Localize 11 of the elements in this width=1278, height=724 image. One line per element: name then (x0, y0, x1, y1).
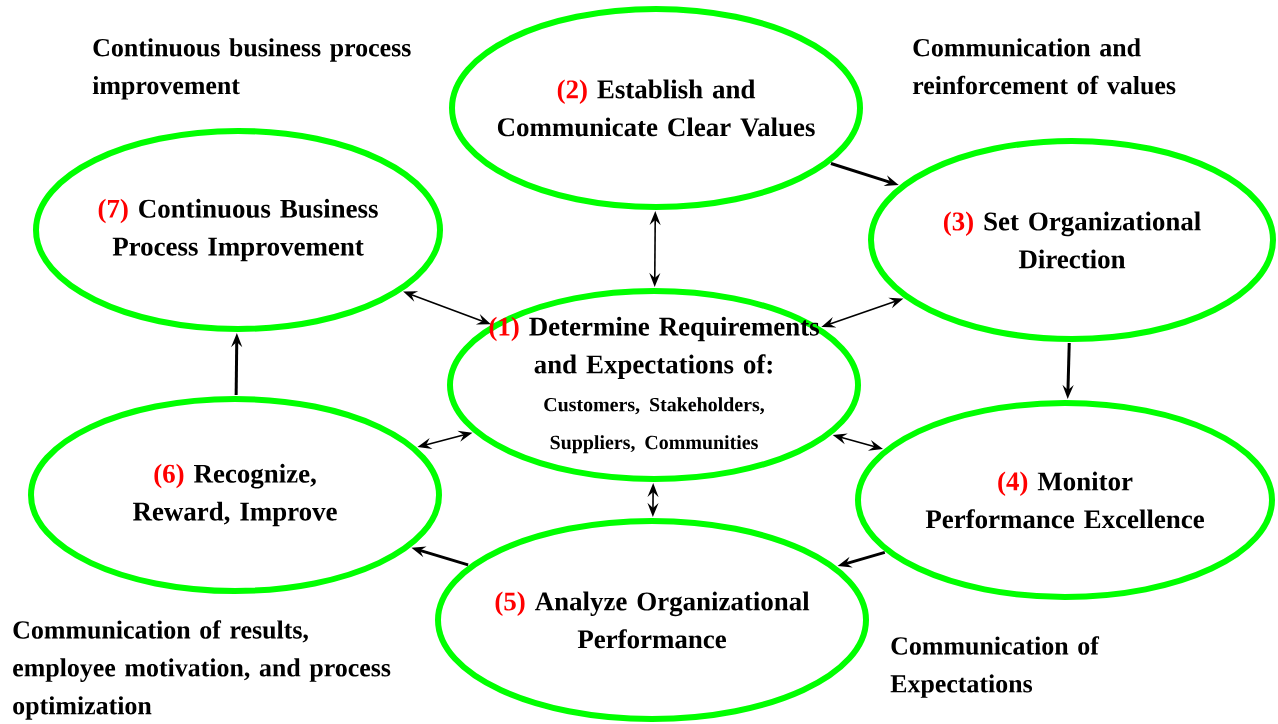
ellipse-node: (1) Determine Requirements and Expectations of: Customers, Stakeholders, Suppliers, Communities (447, 288, 861, 482)
note-text: Communication and reinforcement of values (912, 38, 1176, 95)
ellipse-node: (3) Set Organizational Direction (868, 138, 1276, 342)
ellipse-node: (4) Monitor Performance Excellence (855, 400, 1275, 600)
note-text: Communication of Expectations (890, 636, 1100, 698)
note-text: Communication of results, employee motivation, and process optimization (13, 620, 391, 720)
ellipse-node: (7) Continuous Business Process Improvement (33, 128, 443, 332)
ellipse-node: (6) Recognize, Reward, Improve (28, 396, 442, 594)
note-text: Continuous business process improvement (92, 38, 411, 100)
ellipse-node: (5) Analyze Organizational Performance (435, 518, 869, 722)
ellipse-node: (2) Establish and Communicate Clear Values (449, 6, 863, 210)
